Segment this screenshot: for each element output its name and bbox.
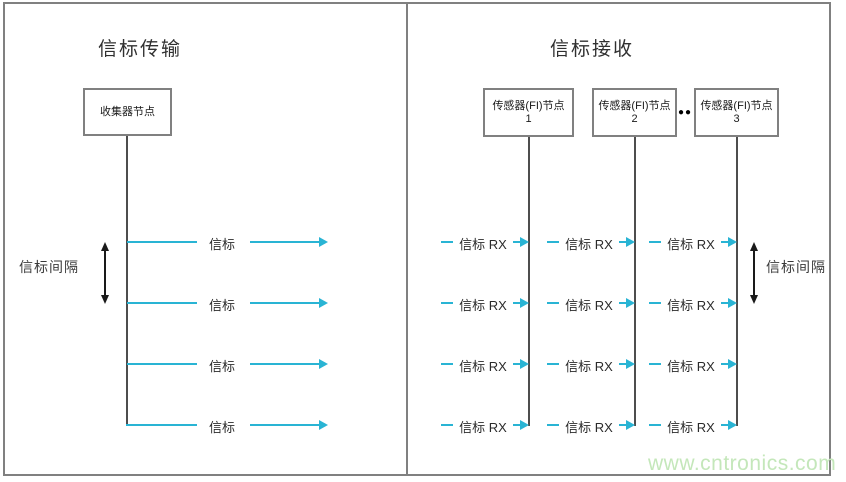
beacon-arrowhead-icon [319, 359, 328, 369]
interval-arrow-line [753, 250, 755, 296]
beacon-rx-arrow-line [721, 424, 729, 426]
beacon-rx-arrow-line [619, 363, 627, 365]
collector-node-label: 收集器节点 [100, 105, 155, 118]
beacon-rx-arrowhead-icon [728, 298, 737, 308]
collector-timeline-line [126, 136, 128, 426]
beacon-rx-arrow-line [721, 241, 729, 243]
beacon-lead-line [127, 302, 197, 304]
sensor1-timeline-line [528, 137, 530, 426]
beacon-lead-line [126, 424, 197, 426]
collector-node-box: 收集器节点 [83, 88, 172, 136]
beacon-rx-dash [441, 424, 453, 426]
ellipsis-dots-icon: ●● [678, 107, 693, 118]
interval-arrow-down-icon [750, 295, 758, 304]
sensor-node-box-2: 传感器(FI)节点 2 [592, 88, 677, 137]
beacon-label: 信标 [208, 298, 235, 313]
beacon-rx-label: 信标 RX [459, 420, 507, 435]
beacon-rx-arrowhead-icon [520, 359, 529, 369]
interval-arrow-line [104, 250, 106, 296]
beacon-rx-dash [547, 241, 559, 243]
left-interval-label: 信标间隔 [19, 259, 79, 275]
beacon-rx-label: 信标 RX [667, 298, 715, 313]
beacon-rx-arrowhead-icon [626, 237, 635, 247]
beacon-rx-arrow-line [513, 424, 521, 426]
beacon-rx-label: 信标 RX [459, 359, 507, 374]
beacon-rx-dash [441, 302, 453, 304]
beacon-arrowhead-icon [319, 298, 328, 308]
beacon-lead-line [127, 241, 197, 243]
beacon-rx-dash [649, 424, 661, 426]
right-interval-label: 信标间隔 [766, 259, 826, 275]
sensor-node-box-1: 传感器(FI)节点 1 [483, 88, 574, 137]
beacon-rx-label: 信标 RX [667, 420, 715, 435]
beacon-rx-label: 信标 RX [459, 237, 507, 252]
beacon-rx-arrowhead-icon [626, 420, 635, 430]
beacon-rx-label: 信标 RX [667, 359, 715, 374]
beacon-rx-arrow-line [513, 302, 521, 304]
right-panel-title: 信标接收 [549, 39, 634, 60]
beacon-rx-dash [649, 302, 661, 304]
beacon-rx-arrow-line [619, 302, 627, 304]
beacon-rx-label: 信标 RX [565, 359, 613, 374]
beacon-rx-dash [547, 302, 559, 304]
interval-arrow-up-icon [101, 242, 109, 251]
beacon-rx-label: 信标 RX [565, 237, 613, 252]
beacon-rx-label: 信标 RX [565, 298, 613, 313]
beacon-arrow-line [250, 302, 319, 304]
beacon-rx-dash [547, 424, 559, 426]
beacon-rx-arrowhead-icon [728, 237, 737, 247]
sensor3-timeline-line [736, 137, 738, 426]
sensor-node-label: 传感器(FI)节点 [598, 99, 671, 112]
sensor-node-number: 1 [525, 112, 532, 125]
beacon-rx-arrowhead-icon [626, 298, 635, 308]
beacon-lead-line [127, 363, 197, 365]
beacon-rx-arrowhead-icon [520, 298, 529, 308]
beacon-rx-arrow-line [721, 363, 729, 365]
beacon-rx-dash [649, 363, 661, 365]
sensor-node-number: 3 [733, 112, 740, 125]
beacon-arrowhead-icon [319, 237, 328, 247]
left-panel-title: 信标传输 [97, 39, 182, 60]
interval-arrow-up-icon [750, 242, 758, 251]
beacon-rx-dash [441, 241, 453, 243]
beacon-rx-arrowhead-icon [626, 359, 635, 369]
beacon-label: 信标 [208, 237, 235, 252]
beacon-rx-dash [649, 241, 661, 243]
beacon-rx-dash [441, 363, 453, 365]
beacon-rx-arrow-line [513, 241, 521, 243]
sensor-node-box-3: 传感器(FI)节点 3 [694, 88, 779, 137]
beacon-rx-arrowhead-icon [728, 359, 737, 369]
beacon-arrow-line [250, 363, 319, 365]
beacon-rx-arrowhead-icon [520, 420, 529, 430]
beacon-rx-label: 信标 RX [565, 420, 613, 435]
beacon-label: 信标 [208, 420, 235, 435]
beacon-label: 信标 [208, 359, 235, 374]
interval-arrow-down-icon [101, 295, 109, 304]
sensor-node-label: 传感器(FI)节点 [700, 99, 773, 112]
beacon-rx-dash [547, 363, 559, 365]
sensor-node-label: 传感器(FI)节点 [492, 99, 565, 112]
beacon-rx-arrowhead-icon [728, 420, 737, 430]
sensor2-timeline-line [634, 137, 636, 426]
beacon-arrow-line [250, 241, 319, 243]
beacon-rx-arrow-line [619, 241, 627, 243]
beacon-arrowhead-icon [319, 420, 328, 430]
beacon-rx-arrow-line [721, 302, 729, 304]
beacon-rx-arrow-line [619, 424, 627, 426]
beacon-rx-arrowhead-icon [520, 237, 529, 247]
beacon-rx-arrow-line [513, 363, 521, 365]
diagram-outer-border [3, 2, 831, 476]
beacon-arrow-line [250, 424, 319, 426]
beacon-rx-label: 信标 RX [459, 298, 507, 313]
sensor-node-number: 2 [631, 112, 638, 125]
beacon-rx-label: 信标 RX [667, 237, 715, 252]
panel-divider-line [406, 2, 408, 476]
watermark-text: www.cntronics.com [648, 452, 837, 475]
